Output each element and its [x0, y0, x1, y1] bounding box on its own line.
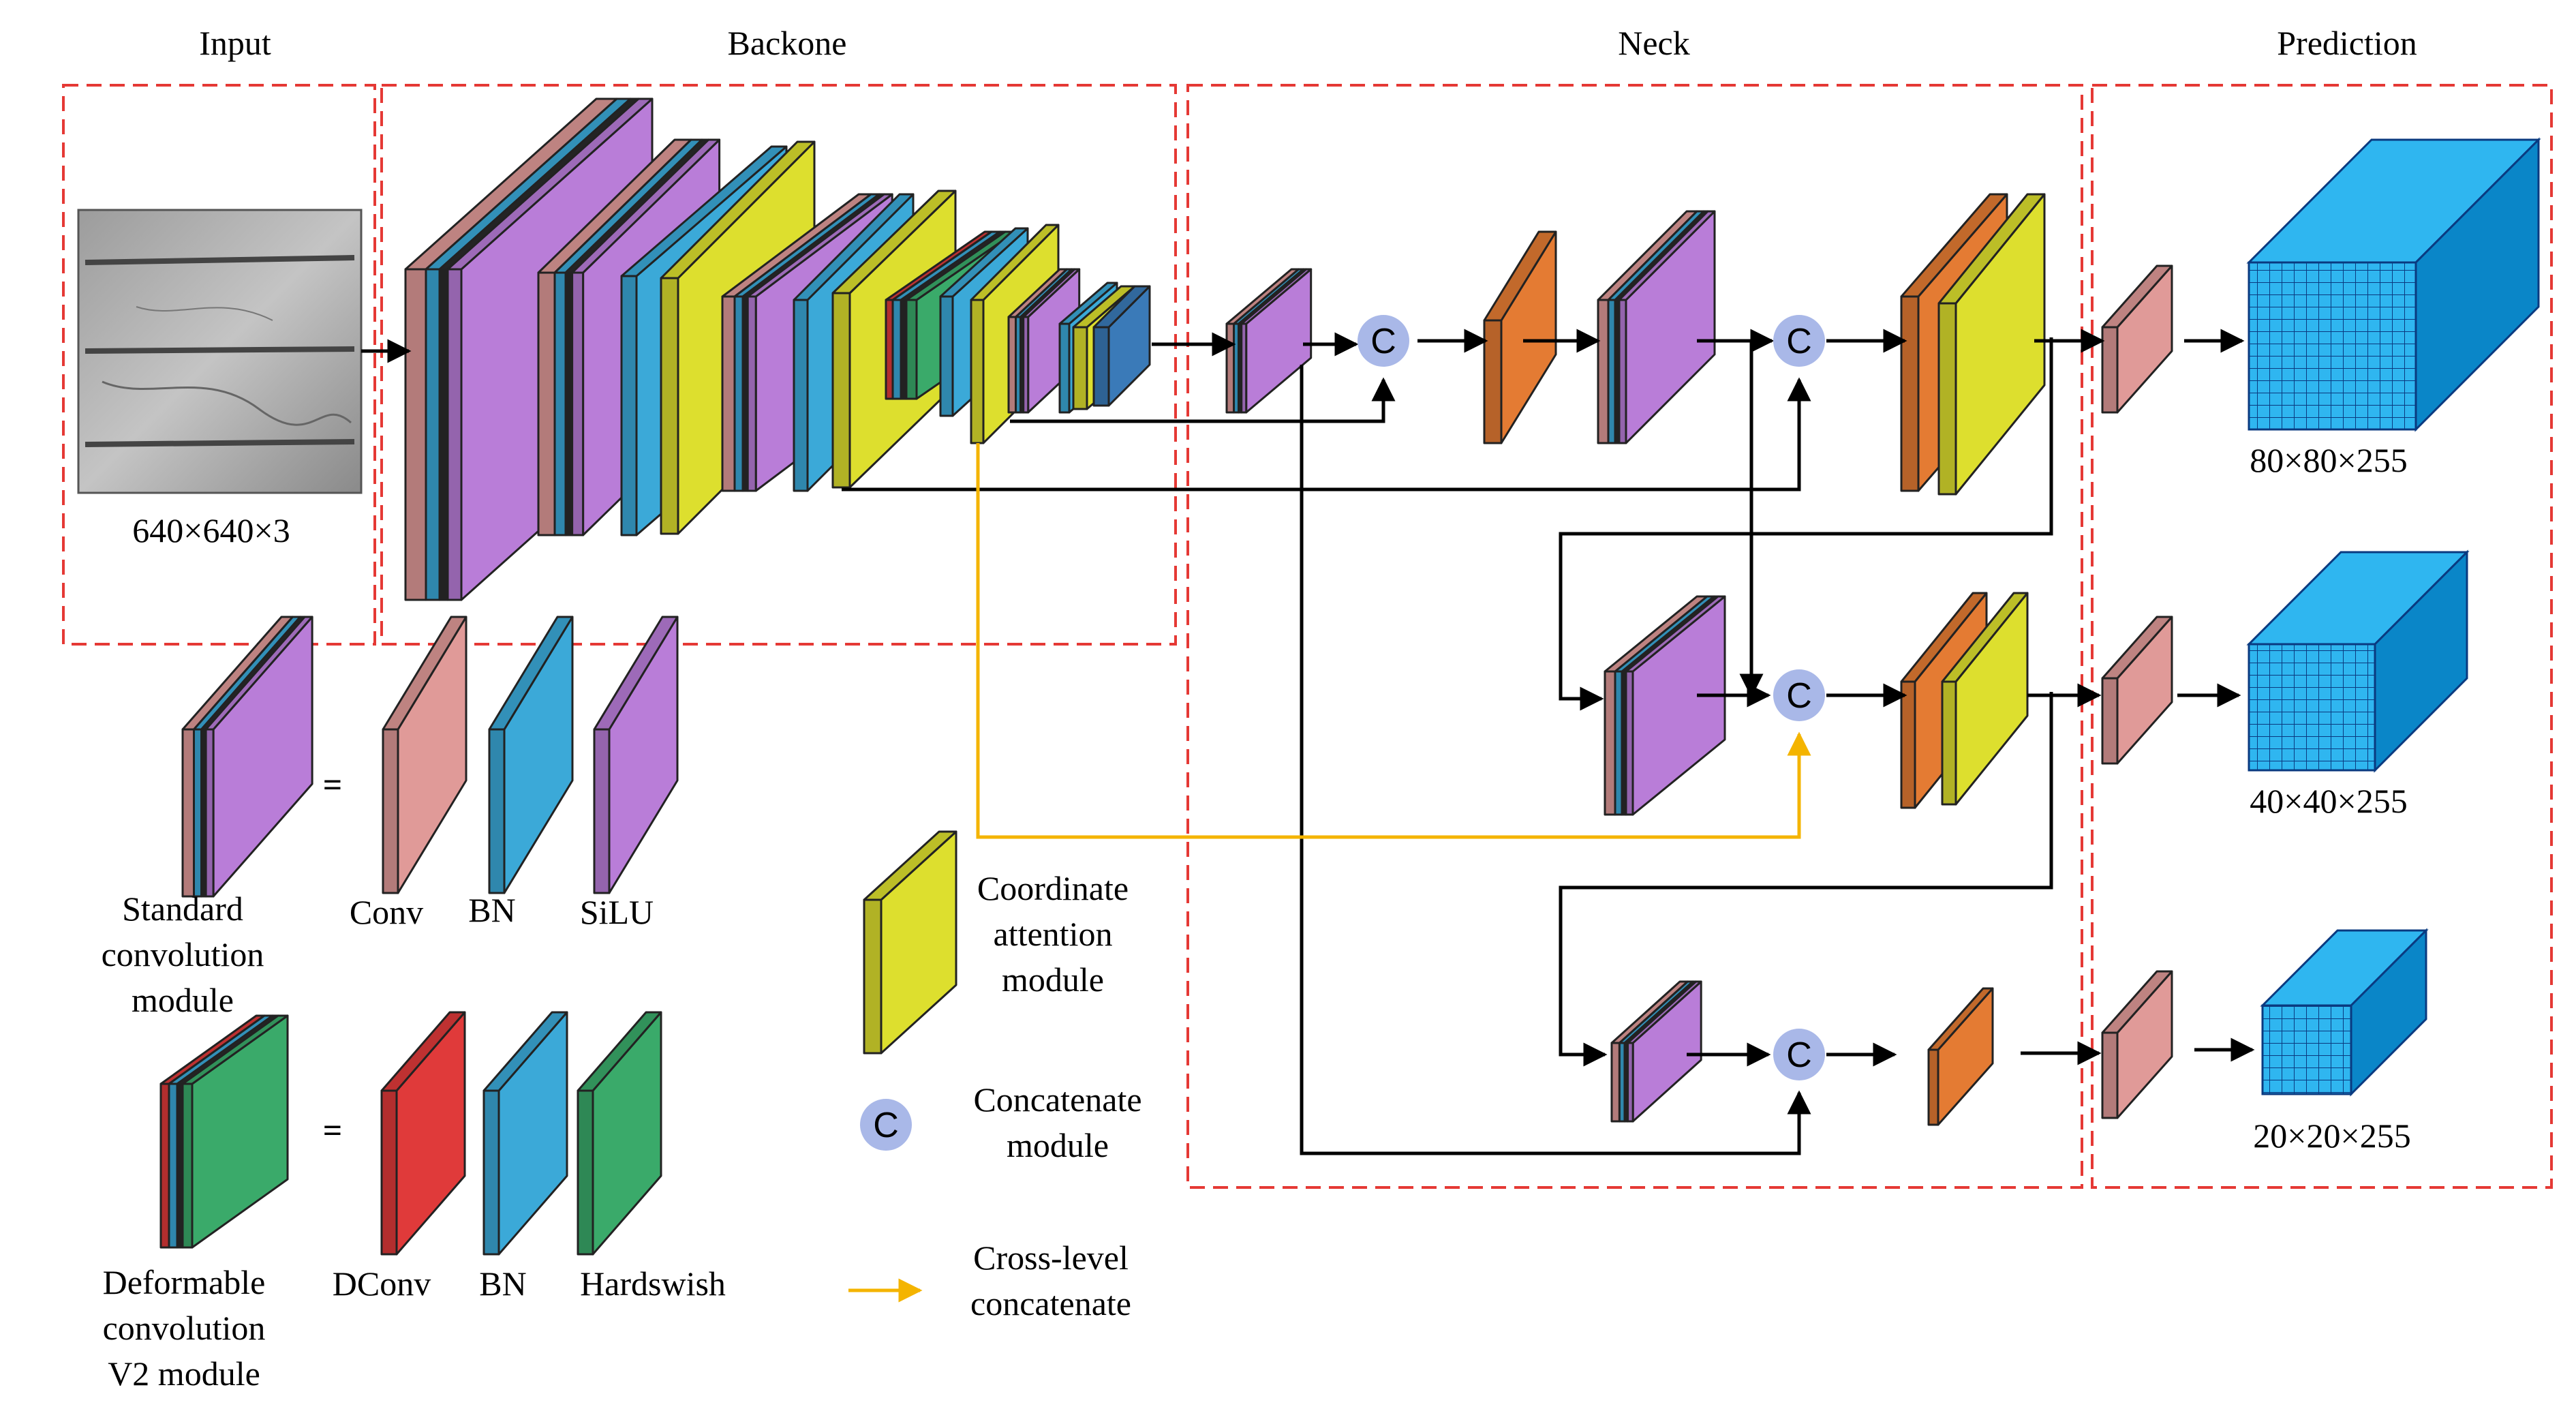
legend-deformable-title: Deformable [103, 1263, 266, 1301]
svg-text:C: C [1786, 676, 1812, 716]
network-blocks [159, 97, 2541, 1256]
neck-conv-block [1927, 987, 1994, 1126]
prediction-section-box [2091, 84, 2553, 1189]
svg-text:C: C [1786, 322, 1812, 361]
output-size-label: 40×40×255 [2250, 782, 2407, 820]
legend-deformable-title: V2 module [108, 1354, 260, 1393]
bn-layer [488, 616, 574, 894]
cross-level-connection [976, 443, 1811, 839]
silu-layer [1627, 980, 1702, 1123]
conv-layer [2101, 970, 2173, 1119]
legend-equals-sign: = [323, 1111, 343, 1149]
silu-layer [204, 616, 313, 898]
coordinate-attention-block [1941, 592, 2029, 806]
legend-standard-title: module [132, 981, 234, 1019]
skip-connection-2 [842, 377, 1811, 491]
concat-node: C [1773, 669, 1825, 721]
legend-part-label: DConv [333, 1264, 431, 1303]
legend-part-label: Conv [350, 893, 423, 931]
hardswish-layer [577, 1011, 662, 1256]
down-branch-1 [1559, 337, 2053, 711]
legend-concat-icon: C [860, 1099, 912, 1151]
legend-part-label: SiLU [580, 893, 654, 931]
output-size-label: 20×20×255 [2253, 1117, 2410, 1155]
silu-layer [1625, 595, 1726, 816]
neck-section-box [1186, 84, 2083, 1189]
long-skip-connection [1300, 365, 1811, 1155]
svg-text:C: C [1786, 1035, 1812, 1075]
legend-attention-label: attention [994, 915, 1113, 953]
input-image [77, 209, 363, 494]
neck-conv-block [1483, 230, 1557, 444]
legend-cross-level-label: Cross-level [973, 1239, 1129, 1277]
concat-node: C [1358, 315, 1409, 367]
legend-deformable-title: convolution [103, 1309, 266, 1347]
concat-node: C [1773, 1029, 1825, 1080]
section-title-prediction: Prediction [2277, 24, 2417, 62]
output-size-label: 80×80×255 [2250, 441, 2407, 479]
input-size-label: 640×640×3 [132, 511, 290, 549]
section-title-input: Input [199, 24, 271, 62]
legend-part-label: BN [479, 1264, 526, 1303]
down-branch-2 [1559, 692, 2053, 1067]
input-section-box [62, 84, 376, 646]
coordinate-attention-block [1937, 193, 2046, 496]
legend-attention-block [863, 830, 957, 1055]
skip-connection-1 [1010, 377, 1396, 423]
section-boxes [62, 84, 2553, 1189]
silu-layer [593, 616, 679, 894]
section-title-neck: Neck [1618, 24, 1690, 62]
output-feature-map [2246, 549, 2470, 773]
legend-concat-label: module [1007, 1126, 1109, 1164]
svg-text:C: C [1370, 322, 1396, 361]
dconv-layer [380, 1011, 466, 1256]
legend-attention-label: module [1002, 960, 1104, 999]
svg-text:C: C [873, 1106, 899, 1145]
legend-equals-sign: = [323, 766, 343, 804]
connectors [361, 329, 2255, 1155]
neck-entry-block [1092, 285, 1151, 407]
conv-layer [2101, 616, 2173, 765]
conv-layer [2101, 264, 2173, 414]
backbone-section-box [380, 84, 1177, 646]
hardswish-layer [181, 1014, 289, 1249]
legend-standard-title: Standard [122, 890, 243, 928]
silu-layer [1618, 210, 1716, 444]
concat-node: C [1773, 315, 1825, 367]
conv-layer [382, 616, 467, 894]
output-feature-map [2246, 137, 2541, 432]
legend-cross-level-label: concatenate [970, 1284, 1131, 1322]
legend-part-label: BN [468, 891, 515, 929]
silu-layer [1240, 268, 1313, 414]
output-feature-map [2260, 928, 2429, 1097]
section-title-backbone: Backone [728, 24, 847, 62]
legend-attention-label: Coordinate [977, 869, 1129, 907]
legend-part-label: Hardswish [580, 1264, 726, 1303]
legend-concat-label: Concatenate [973, 1080, 1141, 1119]
legend-standard-title: convolution [102, 935, 264, 973]
bn-layer [482, 1011, 568, 1256]
